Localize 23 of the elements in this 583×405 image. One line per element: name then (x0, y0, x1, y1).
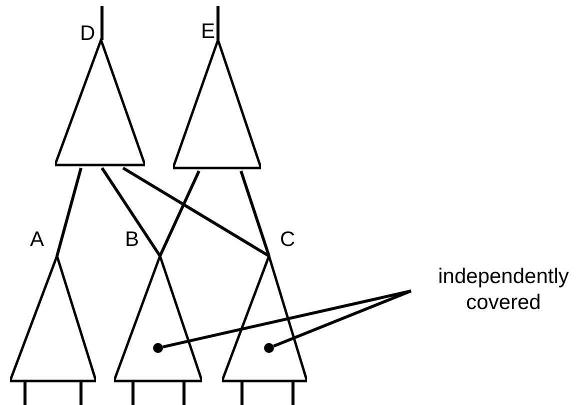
connector-line (240, 381, 244, 405)
dot (153, 343, 163, 353)
connector-line (240, 170, 270, 256)
annotation-text: independently covered (424, 264, 583, 316)
connector-line (158, 170, 200, 257)
dot (264, 343, 274, 353)
node-label: D (80, 22, 96, 46)
connector-line (292, 381, 294, 405)
connector-line (100, 6, 104, 40)
node-label: A (30, 228, 44, 252)
node-label: E (201, 20, 216, 44)
connector-line (132, 381, 134, 405)
connector-line (56, 168, 82, 256)
leader-line (273, 290, 412, 348)
connector-line (80, 381, 82, 405)
connector-line (122, 166, 270, 258)
leader-line (162, 290, 412, 348)
connector-line (100, 167, 162, 257)
connector-line (182, 381, 186, 405)
connector-line (24, 381, 26, 405)
node-label: B (125, 228, 140, 252)
connector-line (216, 6, 220, 40)
node-label: C (280, 228, 296, 252)
